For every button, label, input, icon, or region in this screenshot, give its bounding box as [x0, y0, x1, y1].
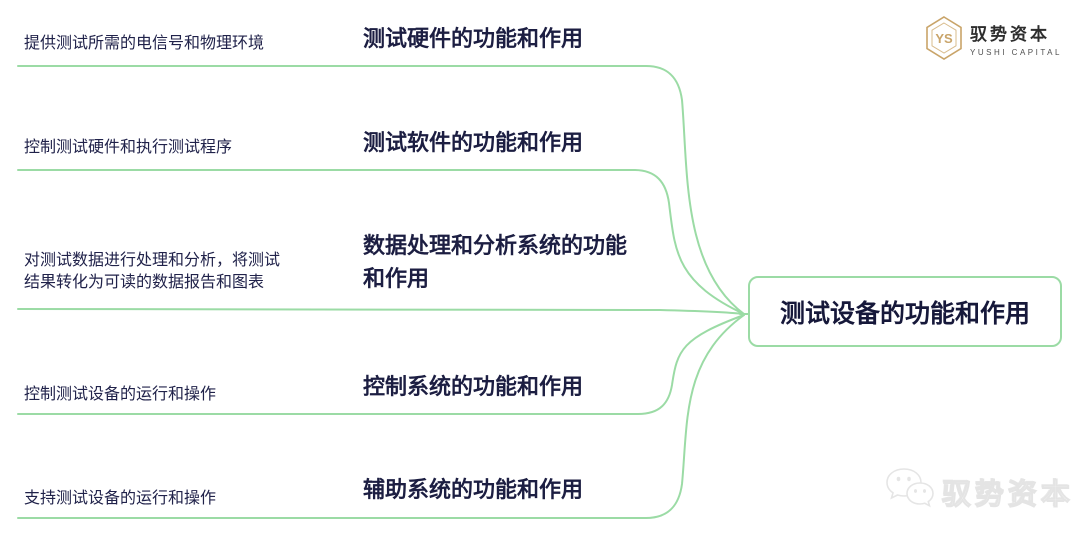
branch-detail[interactable]: 支持测试设备的运行和操作 [24, 490, 217, 507]
wechat-icon [884, 466, 936, 517]
svg-text:YS: YS [935, 31, 953, 46]
branch-detail[interactable]: 提供测试所需的电信号和物理环境 [24, 35, 265, 52]
brand-header: YS 驭势资本 YUSHI CAPITAL [926, 16, 1062, 65]
brand-name: 驭势资本 YUSHI CAPITAL [970, 25, 1062, 57]
wechat-watermark: 驭势资本 [884, 466, 1074, 517]
branch-detail[interactable]: 控制测试设备的运行和操作 [24, 386, 217, 403]
branch-connector-line [17, 308, 745, 315]
watermark-text: 驭势资本 [941, 478, 1075, 511]
branch-heading[interactable]: 数据处理和分析系统的功能和作用 [363, 233, 628, 291]
root-node[interactable]: 测试设备的功能和作用 [748, 276, 1062, 347]
branch-heading[interactable]: 辅助系统的功能和作用 [363, 477, 584, 502]
brand-name-en: YUSHI CAPITAL [970, 47, 1062, 57]
brand-name-cn: 驭势资本 [970, 24, 1050, 44]
branch-detail[interactable]: 控制测试硬件和执行测试程序 [24, 139, 233, 156]
branch-heading[interactable]: 控制系统的功能和作用 [363, 374, 584, 399]
branch-heading[interactable]: 测试硬件的功能和作用 [363, 26, 584, 51]
branch-detail[interactable]: 对测试数据进行处理和分析，将测试结果转化为可读的数据报告和图表 [24, 252, 281, 291]
root-node-label: 测试设备的功能和作用 [779, 299, 1030, 328]
branch-heading[interactable]: 测试软件的功能和作用 [363, 130, 584, 155]
brand-hexagon-logo-icon: YS [926, 16, 962, 65]
